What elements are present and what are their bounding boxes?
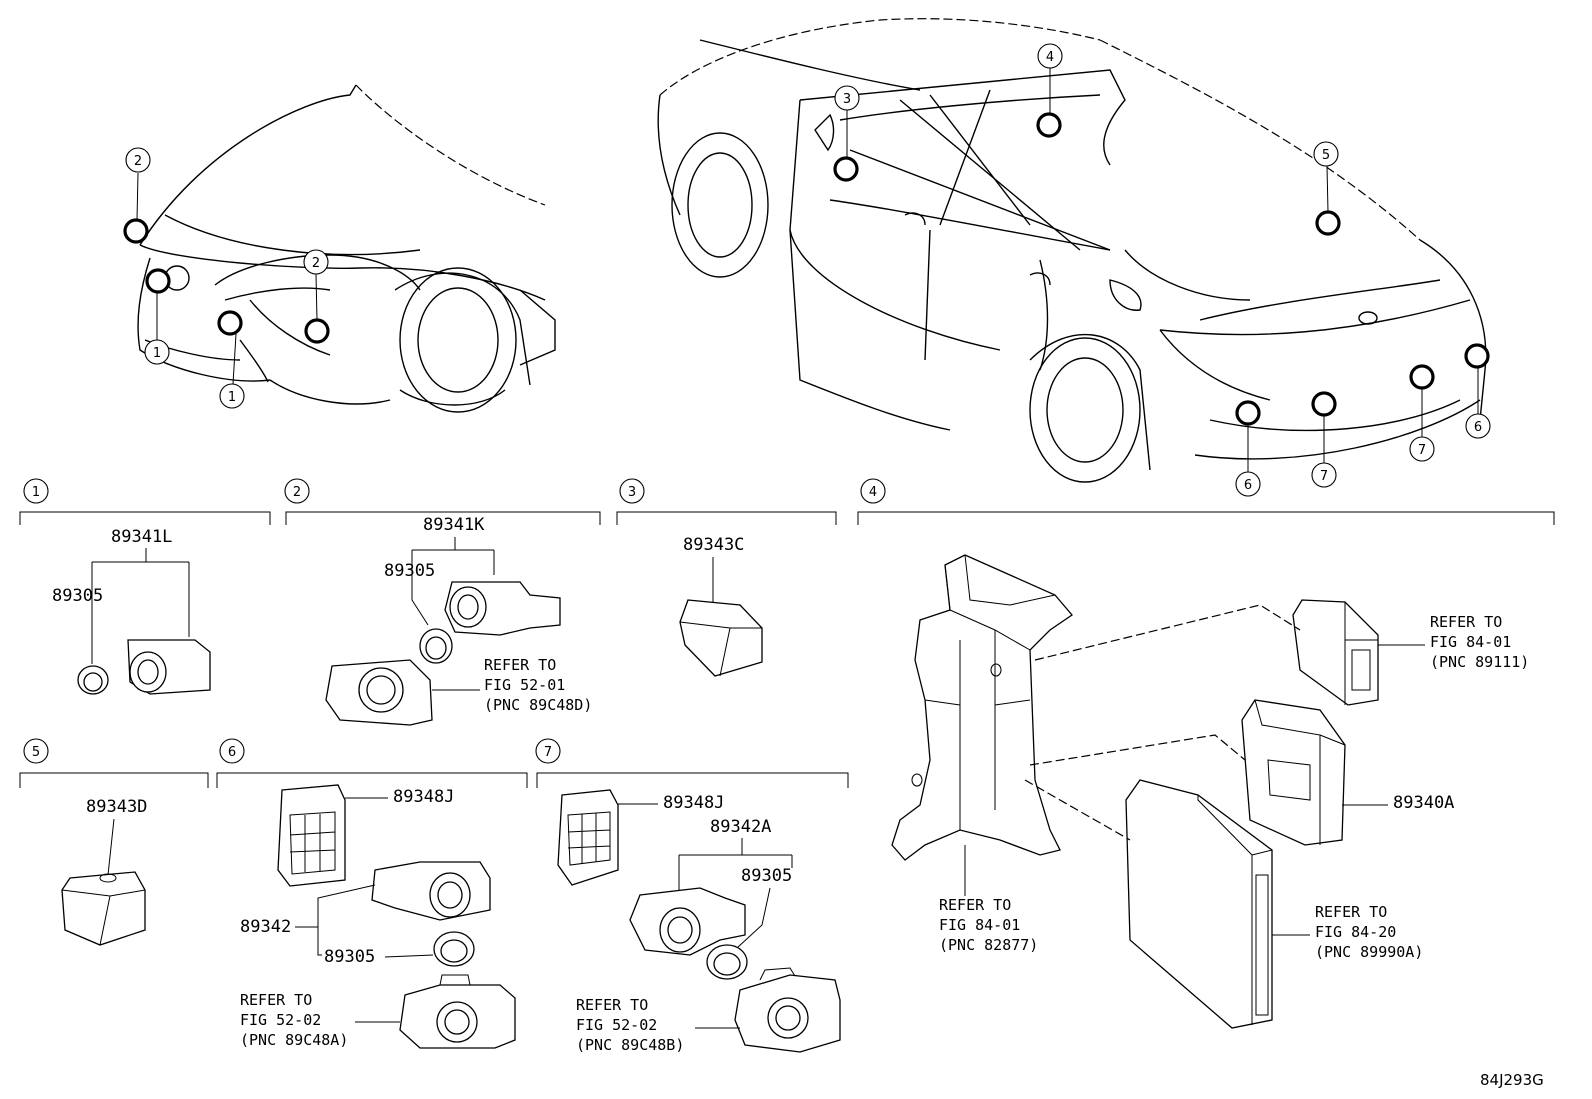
front-car-illustration: [137, 84, 556, 413]
part-89343C-label: 89343C: [683, 535, 744, 555]
section-6-number: 6: [228, 745, 236, 760]
control-module-illustration: [1125, 779, 1273, 1029]
sensor-holder-illustration: [277, 784, 346, 887]
ecu-bracket-illustration: [891, 554, 1073, 861]
callout-3: 3: [843, 92, 851, 107]
ultrasonic-sensor-illustration: [629, 887, 746, 956]
section-4-parts: REFER TO FIG 84-01 (PNC 82877) REFER TO …: [891, 554, 1529, 1029]
retainer-ring-illustration: [433, 931, 475, 967]
sensor-location-markers: [123, 112, 1490, 426]
sensor-module-illustration: [61, 871, 146, 946]
section-6-parts: 89348J 89342 89305 REFER TO FIG 52-02 (P…: [240, 784, 516, 1049]
callout-2-a: 2: [134, 154, 142, 169]
part-89342-label: 89342: [240, 917, 291, 937]
part-89348J-label-2: 89348J: [663, 793, 724, 813]
section-4-number: 4: [869, 485, 877, 500]
callout-6-a: 6: [1244, 478, 1252, 493]
callout-7-b: 7: [1418, 443, 1426, 458]
callout-7-a: 7: [1320, 469, 1328, 484]
section-2-number: 2: [293, 485, 301, 500]
sensor-bezel-illustration: [399, 974, 516, 1049]
retainer-ring-illustration: [419, 628, 453, 664]
figure-code: 84J293G: [1480, 1071, 1544, 1089]
sensor-bezel-illustration: [734, 967, 841, 1053]
part-89341L-label: 89341L: [111, 527, 172, 547]
callout-5: 5: [1322, 148, 1330, 163]
part-89305-label-2: 89305: [384, 561, 435, 581]
ref-line-3: (PNC 89C48D): [484, 696, 592, 714]
section-1-number: 1: [32, 485, 40, 500]
part-89342A-label: 89342A: [710, 817, 771, 837]
section-3-parts: 89343C: [679, 535, 763, 677]
ref-line-3: (PNC 82877): [939, 936, 1038, 954]
ref-line-3: (PNC 89C48B): [576, 1036, 684, 1054]
section-7-number: 7: [544, 745, 552, 760]
ultrasonic-sensor-illustration: [444, 581, 561, 636]
section-1-parts: 89341L 89305: [52, 527, 211, 695]
ref-line-1: REFER TO: [1315, 903, 1387, 921]
part-89305-label-4: 89305: [741, 866, 792, 886]
part-89343D-label: 89343D: [86, 797, 147, 817]
ref-line-2: FIG 52-02: [576, 1016, 657, 1034]
section-3-number: 3: [628, 485, 636, 500]
ref-line-1: REFER TO: [939, 896, 1011, 914]
rear-car-illustration: [657, 18, 1487, 483]
ecu-module-illustration: [1292, 599, 1379, 706]
ultrasonic-sensor-illustration: [127, 639, 211, 695]
ref-line-1: REFER TO: [240, 991, 312, 1009]
ref-line-1: REFER TO: [484, 656, 556, 674]
part-89305-label-3: 89305: [324, 947, 375, 967]
section-7-parts: 89348J 89342A 89305 REFER TO FIG 52-02 (…: [557, 789, 841, 1054]
callout-2-b: 2: [312, 256, 320, 271]
ref-line-3: (PNC 89C48A): [240, 1031, 348, 1049]
callout-6-b: 6: [1474, 420, 1482, 435]
sensor-holder-illustration: [557, 789, 619, 886]
callout-leaders: [136, 68, 1479, 472]
ref-line-2: FIG 84-01: [1430, 633, 1511, 651]
ref-line-1: REFER TO: [1430, 613, 1502, 631]
callout-1-a: 1: [153, 346, 161, 361]
sensor-ecu-illustration: [1241, 699, 1346, 846]
section-2-parts: 89341K 89305 REFER TO FIG 52-01 (PNC 89C…: [325, 515, 592, 726]
ref-line-3: (PNC 89990A): [1315, 943, 1423, 961]
diagram-callouts: 2 1 1 2 3 4 5 6 6 7 7: [125, 43, 1491, 497]
callout-4: 4: [1046, 50, 1054, 65]
ref-line-2: FIG 84-20: [1315, 923, 1396, 941]
ref-line-2: FIG 52-02: [240, 1011, 321, 1029]
ref-line-1: REFER TO: [576, 996, 648, 1014]
ref-line-2: FIG 52-01: [484, 676, 565, 694]
part-89305-label: 89305: [52, 586, 103, 606]
ref-line-2: FIG 84-01: [939, 916, 1020, 934]
part-89348J-label: 89348J: [393, 787, 454, 807]
section-5-parts: 89343D: [61, 797, 147, 946]
retainer-ring-illustration: [77, 665, 109, 695]
part-89341K-label: 89341K: [423, 515, 485, 535]
part-89340A-label: 89340A: [1393, 793, 1454, 813]
ultrasonic-sensor-illustration: [371, 861, 491, 921]
section-5-number: 5: [32, 745, 40, 760]
sensor-module-illustration: [679, 599, 763, 677]
retainer-ring-illustration: [706, 944, 748, 980]
sensor-bezel-illustration: [325, 659, 433, 726]
ref-line-3: (PNC 89111): [1430, 653, 1529, 671]
callout-1-b: 1: [228, 390, 236, 405]
section-headers: 1 2 3 4 5 6 7: [19, 478, 1555, 788]
